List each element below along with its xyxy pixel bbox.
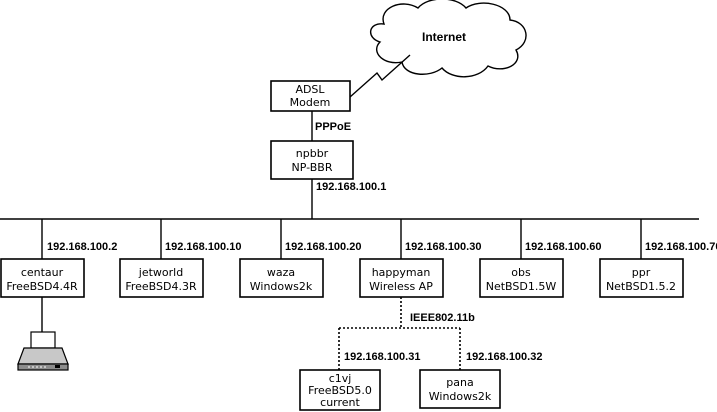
- host-name: waza: [267, 266, 295, 279]
- internet-cloud: Internet: [370, 0, 527, 78]
- host-happyman: 192.168.100.30 happyman Wireless AP: [359, 219, 481, 298]
- host-ppr: 192.168.100.70 ppr NetBSD1.5.2: [599, 219, 717, 298]
- client-ip: 192.168.100.31: [344, 351, 420, 363]
- host-jetworld: 192.168.100.10 jetworld FreeBSD4.3R: [119, 219, 241, 298]
- router: npbbr NP-BBR: [270, 140, 354, 180]
- router-line2: NP-BBR: [292, 161, 333, 174]
- host-ip: 192.168.100.10: [165, 241, 241, 253]
- host-ip: 192.168.100.30: [405, 241, 481, 253]
- client-line2: FreeBSD5.0: [308, 384, 372, 397]
- client-line2: Windows2k: [429, 390, 492, 403]
- host-os: Windows2k: [250, 280, 313, 293]
- link-internet-modem: [349, 54, 411, 98]
- client-ip: 192.168.100.32: [466, 351, 542, 363]
- host-name: jetworld: [138, 266, 183, 279]
- client-line1: c1vj: [329, 372, 352, 385]
- host-ip: 192.168.100.2: [47, 241, 117, 253]
- wireless-links: [338, 297, 461, 370]
- host-os: FreeBSD4.3R: [125, 280, 197, 293]
- modem-line1: ADSL: [295, 83, 325, 96]
- router-ip: 192.168.100.1: [316, 181, 386, 193]
- printer-icon: [17, 331, 69, 371]
- internet-label: Internet: [422, 30, 466, 44]
- host-name: ppr: [632, 266, 651, 279]
- host-name: centaur: [21, 266, 64, 279]
- modem-line2: Modem: [290, 96, 331, 109]
- host-obs: 192.168.100.60 obs NetBSD1.5W: [479, 219, 601, 298]
- host-name: obs: [511, 266, 531, 279]
- router-line1: npbbr: [296, 147, 329, 160]
- client-pana: 192.168.100.32 pana Windows2k: [419, 351, 542, 409]
- host-waza: 192.168.100.20 waza Windows2k: [239, 219, 361, 298]
- host-ip: 192.168.100.70: [645, 241, 717, 253]
- wireless-link-label: IEEE802.11b: [410, 312, 475, 324]
- host-name: happyman: [372, 266, 431, 279]
- host-os: NetBSD1.5W: [486, 280, 557, 293]
- host-os: NetBSD1.5.2: [606, 280, 676, 293]
- pppoe-label: PPPoE: [315, 121, 351, 133]
- host-ip: 192.168.100.60: [525, 241, 601, 253]
- host-centaur: 192.168.100.2 centaur FreeBSD4.4R: [0, 219, 117, 298]
- client-c1vj: 192.168.100.31 c1vj FreeBSD5.0 current: [299, 351, 420, 411]
- client-line1: pana: [446, 376, 473, 389]
- client-line3: current: [320, 396, 360, 409]
- host-ip: 192.168.100.20: [285, 241, 361, 253]
- adsl-modem: ADSL Modem: [270, 80, 351, 112]
- host-os: Wireless AP: [369, 280, 433, 293]
- host-os: FreeBSD4.4R: [6, 280, 78, 293]
